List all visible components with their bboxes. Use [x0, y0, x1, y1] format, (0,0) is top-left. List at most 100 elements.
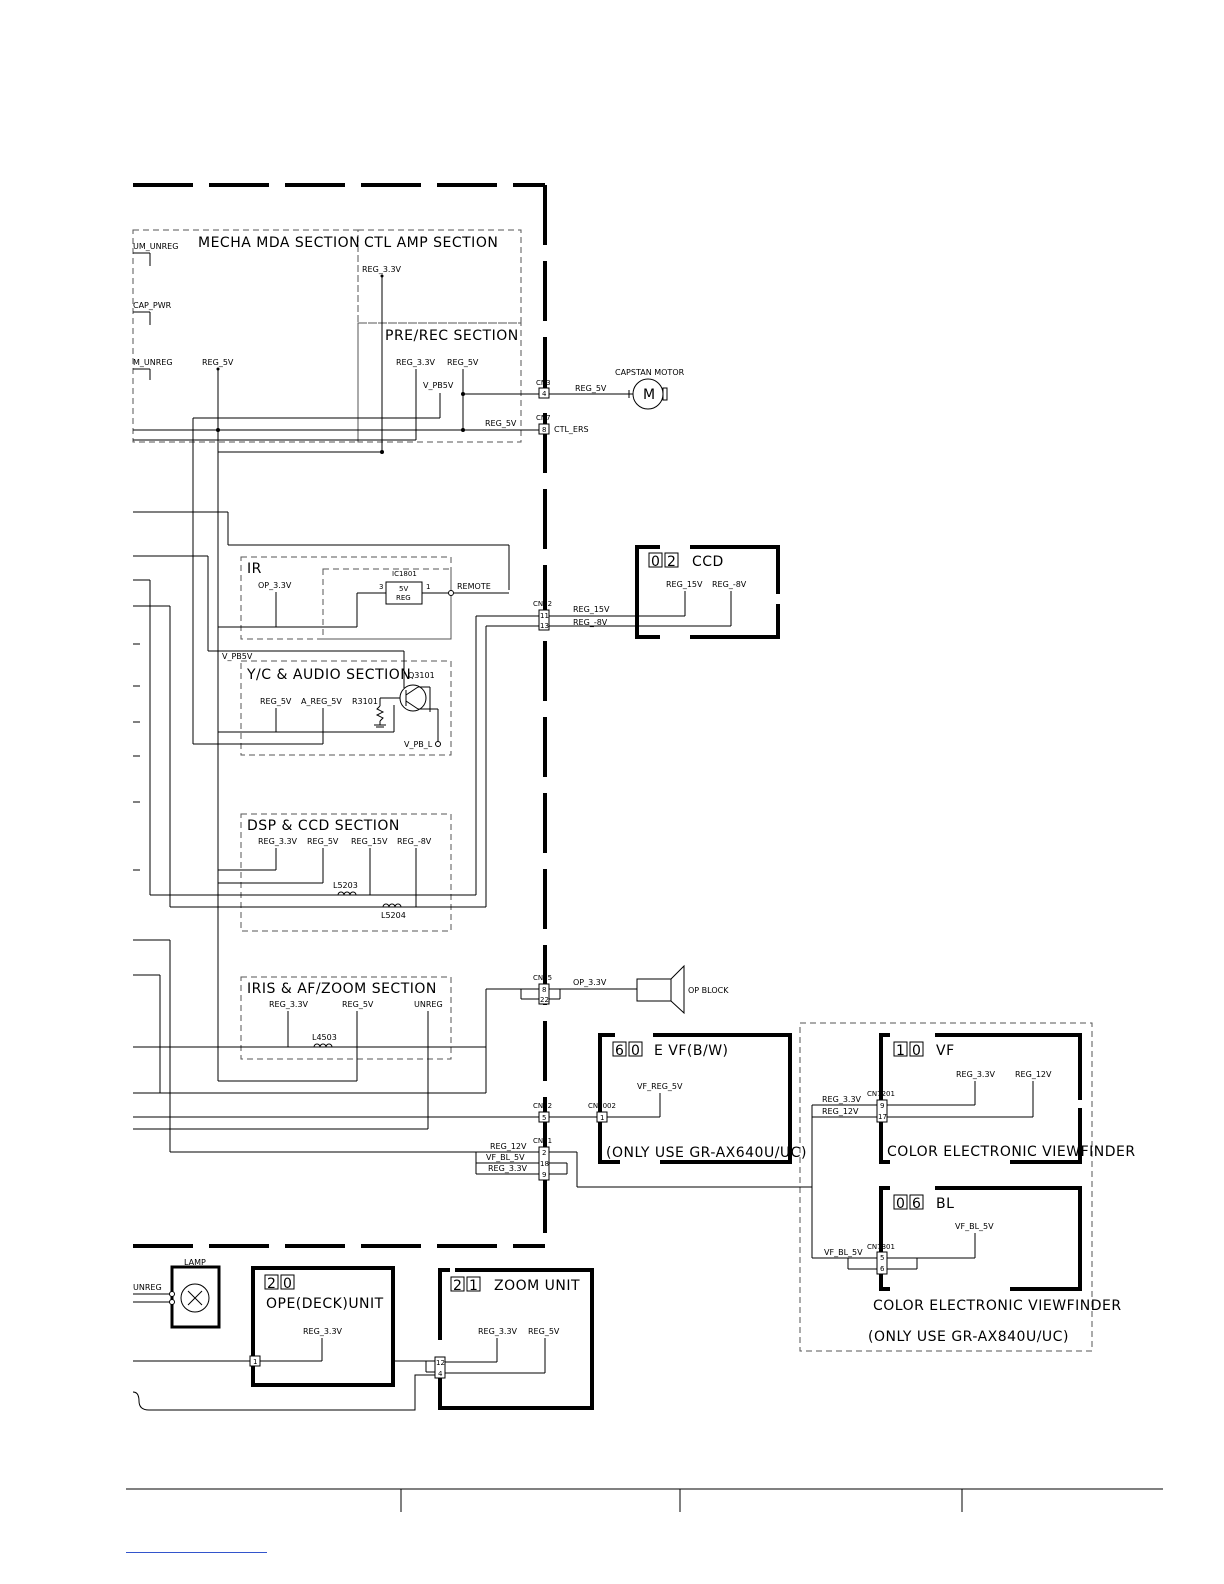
iris-reg-3-3v-label: REG_3.3V	[269, 1000, 309, 1009]
q3101-transistor-icon	[399, 684, 427, 712]
mecha-mda-section-title: MECHA MDA SECTION	[198, 235, 360, 251]
cn3-pin4: 4	[542, 390, 547, 398]
iris-af-zoom-section	[240, 976, 452, 1060]
cn7-reg-5v-label: REG_5V	[485, 419, 517, 428]
ope-block-title: OPE(DECK)UNIT	[266, 1296, 384, 1312]
bl-block-num2: 6	[912, 1196, 921, 1212]
cn7201-pin9: 9	[880, 1102, 884, 1110]
ir-section	[240, 556, 452, 640]
vf-reg-3-3v-label: REG_3.3V	[956, 1070, 996, 1079]
ope-reg-3-3v-label: REG_3.3V	[303, 1327, 343, 1336]
lamp-unreg-label: UNREG	[133, 1283, 162, 1292]
ir-op-3-3v-label: OP_3.3V	[258, 581, 292, 590]
ccd-block-num1: 0	[651, 554, 660, 570]
remote-label: REMOTE	[457, 582, 491, 591]
ctl-ers-label: CTL_ERS	[554, 425, 589, 434]
main-board-outline	[133, 183, 547, 1248]
ccd-reg-15v-label: REG_15V	[666, 580, 703, 589]
l5204-label: L5204	[381, 911, 406, 920]
cn22-pin11: 11	[540, 612, 549, 620]
zoom-connector	[434, 1356, 446, 1379]
mecha-mda-section	[132, 229, 359, 443]
evf-block-note: (ONLY USE GR-AX640U/UC)	[606, 1145, 807, 1161]
cn7002-pin1: 1	[600, 1114, 604, 1122]
zoom-pin4: 4	[438, 1370, 443, 1378]
ctl-reg-3-3v-label: REG_3.3V	[362, 265, 402, 274]
op-block-icon	[636, 964, 685, 1015]
zoom-pin12: 12	[436, 1359, 445, 1367]
cn3-label: CN3	[536, 379, 551, 387]
cn11-pin2: 2	[542, 1149, 546, 1157]
cn7201-connector	[876, 1099, 888, 1123]
zoom-block-title: ZOOM UNIT	[494, 1278, 580, 1294]
l4503-label: L4503	[312, 1033, 337, 1042]
cn7-label: CN7	[536, 414, 551, 422]
m-unreg-label: M_UNREG	[133, 358, 173, 367]
ccd-block: 0 2 CCD REG_15V REG_-8V	[635, 545, 780, 639]
vf-block-caption: COLOR ELECTRONIC VIEWFINDER	[887, 1144, 1136, 1160]
capstan-motor-label: CAPSTAN MOTOR	[615, 368, 685, 377]
lamp-icon	[180, 1283, 210, 1313]
vf-reg-12v-label: REG_12V	[1015, 1070, 1052, 1079]
v-pb-l-label: V_PB_L	[404, 740, 433, 749]
pre-rec-section	[357, 322, 522, 443]
cap-pwr-label: CAP_PWR	[133, 301, 172, 310]
a-reg-5v-label: A_REG_5V	[301, 697, 342, 706]
iris-reg-5v-label: REG_5V	[342, 1000, 374, 1009]
ic1801-pin3: 3	[379, 583, 383, 591]
zoom-block-num1: 2	[453, 1278, 462, 1294]
zoom-reg-3-3v-label: REG_3.3V	[478, 1327, 518, 1336]
prerec-reg-5v-label: REG_5V	[447, 358, 479, 367]
lamp-block: LAMP	[169, 1258, 221, 1329]
yc-reg-5v-label: REG_5V	[260, 697, 292, 706]
cn15-label: CN15	[533, 974, 552, 982]
zoom-reg-5v-label: REG_5V	[528, 1327, 560, 1336]
ic1801-5v-text: 5V	[399, 585, 408, 593]
evf-block-num2: 0	[631, 1043, 640, 1059]
evf-block-num1: 6	[615, 1043, 624, 1059]
bl-vf-bl-5v-label: VF_BL_5V	[955, 1222, 994, 1231]
cn11-pin18: 18	[540, 1160, 549, 1168]
cn22-label: CN22	[533, 600, 552, 608]
ic1801-pin1: 1	[426, 583, 430, 591]
cn3-connector	[538, 387, 550, 399]
ccd-reg-m8v-label: REG_-8V	[712, 580, 747, 589]
dsp-reg-3-3v-label: REG_3.3V	[258, 837, 298, 846]
ope-block-num2: 0	[283, 1276, 292, 1292]
l5203-label: L5203	[333, 881, 358, 890]
op-block-label: OP BLOCK	[688, 986, 729, 995]
cn11-reg-3-3v-label: REG_3.3V	[488, 1164, 528, 1173]
cn15-pin22: 22	[540, 996, 549, 1004]
um-unreg-label: UM_UNREG	[133, 242, 178, 251]
q3101-label: Q3101	[408, 671, 435, 680]
bl-block-title: BL	[936, 1196, 954, 1212]
dsp-ccd-section-title: DSP & CCD SECTION	[247, 818, 400, 834]
vf-reg-5v-label: VF_REG_5V	[637, 1082, 683, 1091]
vf-block: 1 0 VF COLOR ELECTRONIC VIEWFINDER REG_3…	[867, 1033, 1136, 1164]
cn22-reg-m8v-label: REG_-8V	[573, 618, 608, 627]
ic1801-label: IC1801	[392, 570, 417, 578]
iris-unreg-label: UNREG	[414, 1000, 443, 1009]
cn22-connector	[538, 609, 550, 631]
ope-deck-unit-block: 2 0 OPE(DECK)UNIT REG_3.3V 1	[249, 1266, 395, 1387]
dsp-reg-m8v-label: REG_-8V	[397, 837, 432, 846]
ccd-block-title: CCD	[692, 554, 724, 570]
motor-m-label: M	[643, 387, 656, 403]
zoom-block-num2: 1	[469, 1278, 478, 1294]
cn12-pin5: 5	[542, 1114, 546, 1122]
v-pb5v-label: V_PB5V	[423, 381, 454, 390]
cn12-label: CN12	[533, 1102, 552, 1110]
vfgroup-reg-3-3v-label: REG_3.3V	[822, 1095, 862, 1104]
cn11-label: CN11	[533, 1137, 552, 1145]
ctl-amp-section	[357, 229, 522, 324]
vf-group-note: (ONLY USE GR-AX840U/UC)	[868, 1329, 1069, 1345]
dsp-reg-5v-label: REG_5V	[307, 837, 339, 846]
capstan-reg-5v-label: REG_5V	[575, 384, 607, 393]
cn11-reg-12v-label: REG_12V	[490, 1142, 527, 1151]
vfgroup-reg-12v-label: REG_12V	[822, 1107, 859, 1116]
cn7002-label: CN7002	[588, 1102, 616, 1110]
cn7-connector	[538, 423, 550, 435]
ic1801-subsection	[322, 568, 452, 640]
cn15-op-3-3v-label: OP_3.3V	[573, 978, 607, 987]
cn11-vf-bl-5v-label: VF_BL_5V	[486, 1153, 525, 1162]
